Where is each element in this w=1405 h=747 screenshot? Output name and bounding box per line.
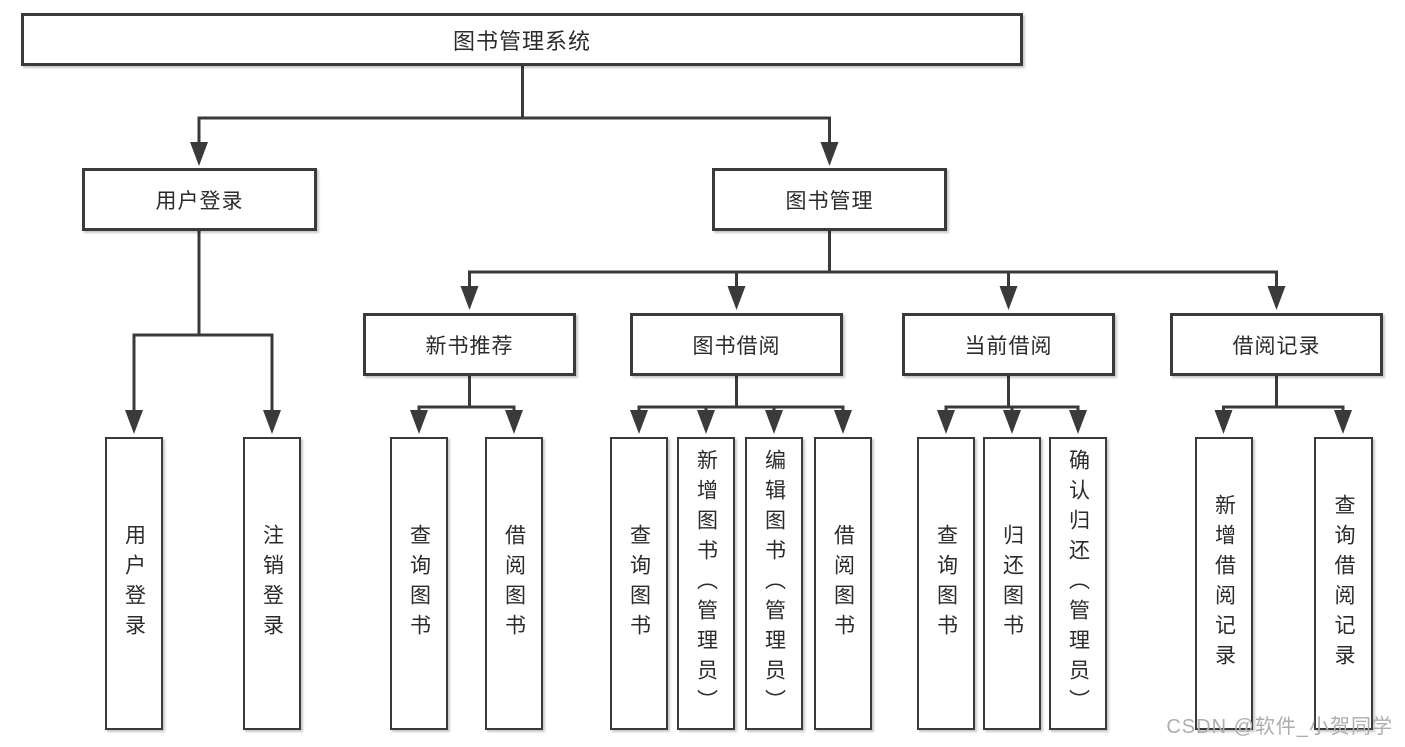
node-library-management-system: 图书管理系统 <box>21 13 1023 66</box>
leaf-edit-book-admin: 编辑图书（管理员） <box>745 437 803 730</box>
node-label: 编辑图书（管理员） <box>762 448 786 719</box>
node-new-book-recommendation: 新书推荐 <box>363 313 576 376</box>
node-label: 确认归还（管理员） <box>1066 448 1090 719</box>
node-borrowing-records: 借阅记录 <box>1170 313 1383 376</box>
node-user-login: 用户登录 <box>82 168 317 231</box>
node-current-borrowing: 当前借阅 <box>902 313 1115 376</box>
leaf-logout: 注销登录 <box>243 437 301 730</box>
leaf-query-books-current: 查询图书 <box>917 437 975 730</box>
leaf-add-book-admin: 新增图书（管理员） <box>677 437 735 730</box>
node-label: 图书管理系统 <box>452 28 591 54</box>
csdn-watermark: CSDN @软件_小贺同学 <box>1166 716 1393 738</box>
leaf-borrow-books-recommend: 借阅图书 <box>485 437 543 730</box>
leaf-query-books-recommend: 查询图书 <box>390 437 448 730</box>
node-label: 新增借阅记录 <box>1212 493 1236 674</box>
node-label: 借阅图书 <box>831 523 855 644</box>
node-label: 新增图书（管理员） <box>694 448 718 719</box>
leaf-add-borrow-record: 新增借阅记录 <box>1195 437 1253 730</box>
node-label: 新书推荐 <box>425 334 514 358</box>
node-label: 当前借阅 <box>964 334 1053 358</box>
node-label: 查询借阅记录 <box>1332 493 1355 674</box>
leaf-query-books-borrow: 查询图书 <box>610 437 668 730</box>
node-label: 用户登录 <box>122 523 146 644</box>
node-label: 图书借阅 <box>692 334 781 358</box>
node-label: 用户登录 <box>155 189 244 213</box>
leaf-user-login: 用户登录 <box>105 437 163 730</box>
node-label: 借阅记录 <box>1232 334 1321 358</box>
node-label: 注销登录 <box>260 523 284 644</box>
node-book-borrowing: 图书借阅 <box>630 313 843 376</box>
node-label: 图书管理 <box>785 189 874 213</box>
node-label: 借阅图书 <box>502 523 526 644</box>
node-label: 查询图书 <box>934 523 958 644</box>
node-label: 查询图书 <box>627 523 651 644</box>
node-book-management: 图书管理 <box>712 168 947 231</box>
leaf-return-book: 归还图书 <box>983 437 1041 730</box>
leaf-confirm-return-admin: 确认归还（管理员） <box>1049 437 1107 730</box>
node-label: 查询图书 <box>407 523 431 644</box>
leaf-borrow-books-borrow: 借阅图书 <box>814 437 872 730</box>
leaf-query-borrow-record: 查询借阅记录 <box>1314 437 1373 730</box>
node-label: 归还图书 <box>1000 523 1024 644</box>
